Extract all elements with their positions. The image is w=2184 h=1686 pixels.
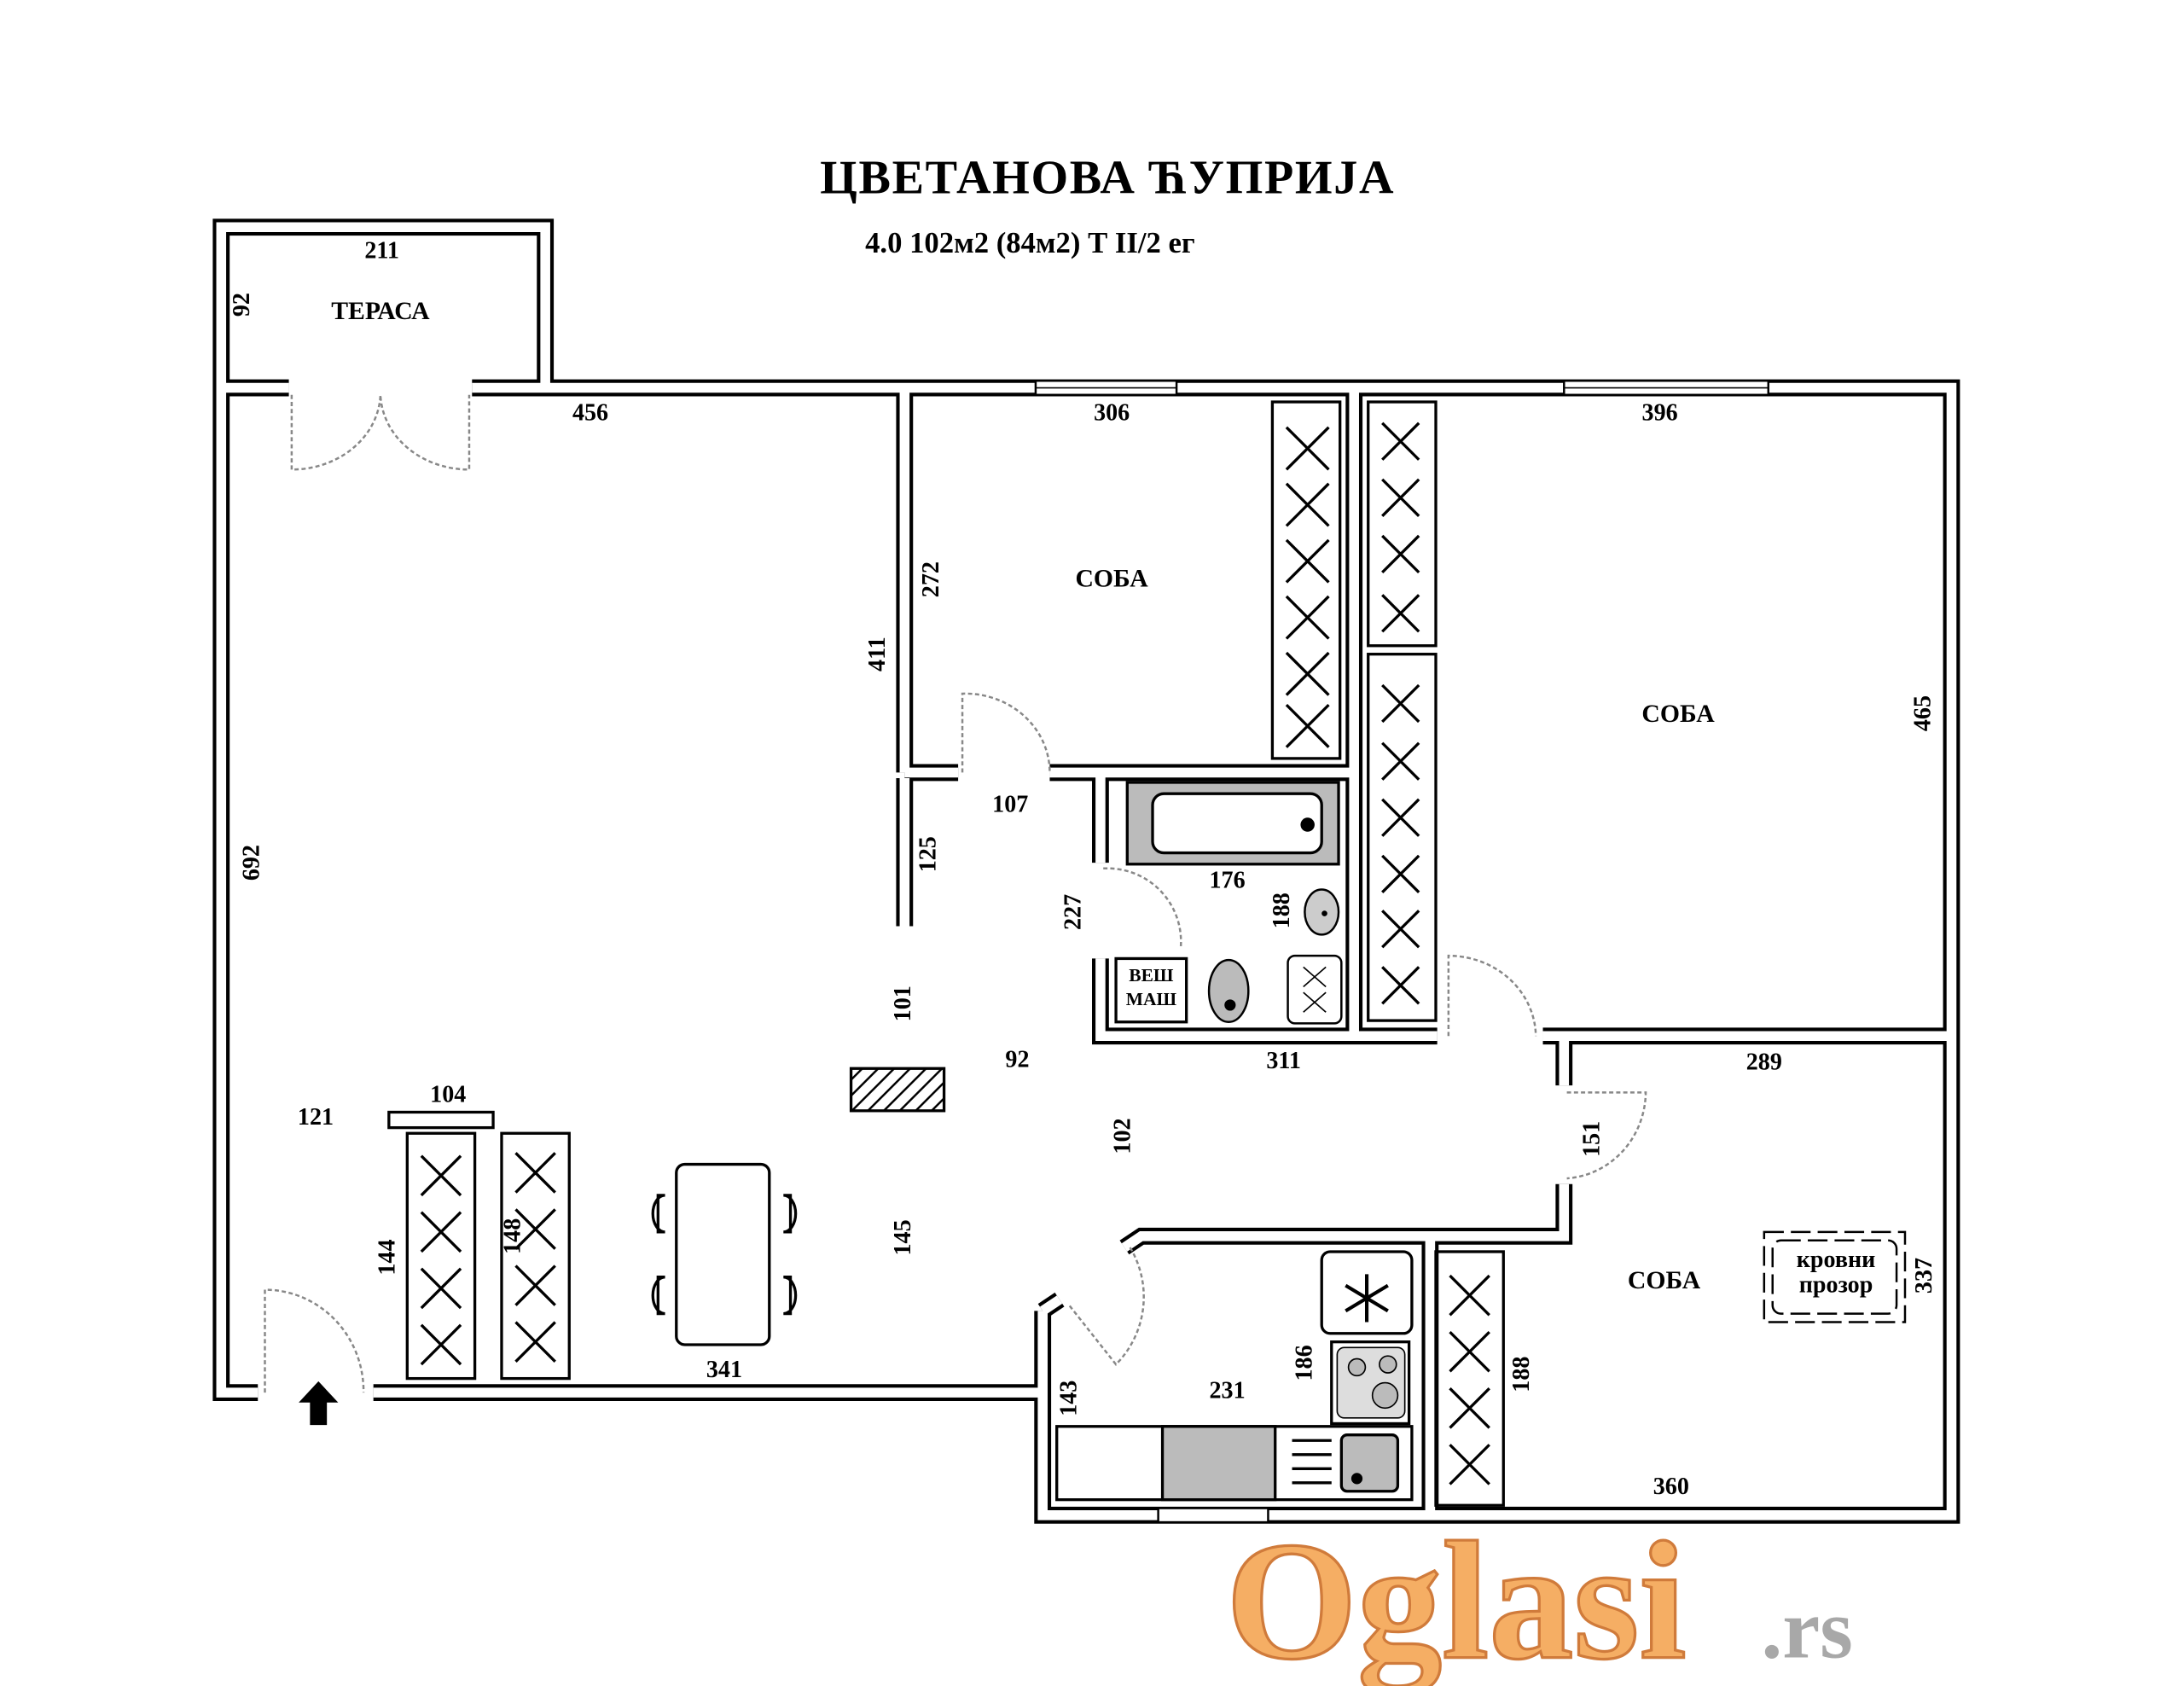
shower-cabinet xyxy=(1287,954,1343,1025)
dim: 92 xyxy=(1005,1046,1029,1073)
watermark-logo: Oglasi .rs xyxy=(1224,1505,1853,1686)
dim: 289 xyxy=(1746,1049,1782,1076)
dim: 456 xyxy=(572,399,608,426)
dim: 227 xyxy=(1060,894,1087,930)
dim: 151 xyxy=(1578,1121,1605,1157)
toilet xyxy=(1207,958,1250,1023)
dining-table xyxy=(675,1162,771,1346)
room-labels: ТЕРАСА СОБА СОБА СОБА xyxy=(331,298,1715,1294)
dim: 337 xyxy=(1911,1258,1937,1294)
dim: 341 xyxy=(706,1357,742,1383)
dim: 396 xyxy=(1642,399,1678,426)
dim: 121 xyxy=(298,1104,334,1131)
skylight-label-line1: кровни xyxy=(1797,1247,1876,1273)
room-bedroom-1: СОБА xyxy=(1075,566,1148,593)
dim: 176 xyxy=(1210,868,1246,894)
dim: 186 xyxy=(1291,1345,1317,1381)
washer-label-line1: ВЕШ xyxy=(1129,965,1174,985)
kitchen-sink xyxy=(1339,1433,1400,1493)
dim: 465 xyxy=(1910,695,1937,731)
plan-subtitle: 4.0 102м2 (84м2) Т II/2 ег xyxy=(865,226,1195,259)
dim: 411 xyxy=(864,637,891,671)
kitchen-fixtures xyxy=(1055,1250,1414,1502)
windows xyxy=(1034,380,1770,1524)
dim: 211 xyxy=(364,237,399,264)
watermark-brand: Oglasi xyxy=(1226,1507,1687,1686)
dining-chairs xyxy=(651,1194,798,1316)
dim: 145 xyxy=(890,1219,916,1255)
dimension-labels: 211 92 456 306 396 272 411 465 692 107 1… xyxy=(229,237,1937,1499)
living-furniture xyxy=(651,1067,946,1346)
dim: 360 xyxy=(1653,1474,1689,1500)
walls xyxy=(212,218,1960,1524)
room-bedroom-3: СОБА xyxy=(1628,1267,1701,1294)
dim: 306 xyxy=(1094,399,1130,426)
dim: 231 xyxy=(1210,1378,1246,1404)
skylight-label-line2: прозор xyxy=(1799,1272,1873,1299)
dim: 692 xyxy=(239,845,265,881)
skylight: кровни прозор xyxy=(1763,1230,1907,1323)
sink xyxy=(1304,888,1340,936)
bathroom-fixtures: ВЕШ МАШ xyxy=(1114,781,1343,1025)
washing-machine xyxy=(1114,956,1188,1024)
dim: 143 xyxy=(1056,1381,1083,1416)
dim: 272 xyxy=(918,561,944,597)
dim: 92 xyxy=(229,293,255,317)
snowflake-icon xyxy=(1345,1274,1389,1323)
dim: 102 xyxy=(1109,1118,1136,1154)
watermark-tld: .rs xyxy=(1762,1584,1853,1677)
dim: 188 xyxy=(1508,1357,1535,1392)
dim: 101 xyxy=(890,985,916,1021)
dim: 144 xyxy=(374,1240,400,1276)
room-bedroom-2: СОБА xyxy=(1641,701,1715,728)
wardrobes xyxy=(387,400,1505,1507)
dim: 148 xyxy=(499,1218,526,1254)
dim: 104 xyxy=(430,1082,466,1108)
washer-label-line2: МАШ xyxy=(1126,989,1177,1009)
entrance-arrow-icon xyxy=(299,1381,339,1426)
dim: 125 xyxy=(915,836,942,872)
dim: 311 xyxy=(1266,1048,1301,1074)
room-terrace: ТЕРАСА xyxy=(331,298,430,325)
doors xyxy=(264,394,1647,1393)
plan-title: ЦВЕТАНОВА ЋУПРИЈА xyxy=(820,152,1395,205)
dim: 188 xyxy=(1269,892,1295,928)
chimney xyxy=(849,1067,946,1113)
dim: 107 xyxy=(992,791,1028,817)
